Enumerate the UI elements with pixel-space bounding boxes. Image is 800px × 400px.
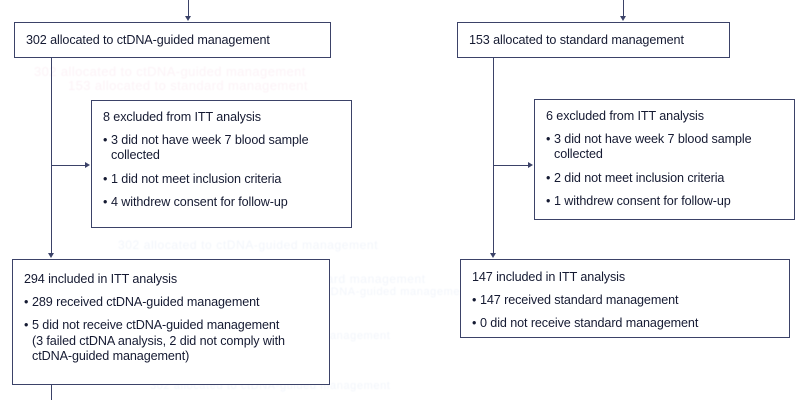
- reason-text: 1 withdrew consent for follow-up: [554, 194, 731, 209]
- reason-text: 1 did not meet inclusion criteria: [111, 171, 282, 186]
- reason-text: 4 withdrew consent for follow-up: [111, 195, 288, 210]
- list-item: 289 received ctDNA-guided management: [24, 295, 318, 311]
- arrowhead-branch-control-excluded: [528, 161, 533, 168]
- node-allocation-control: 153 allocated to standard management: [457, 22, 730, 58]
- item-text: 289 received ctDNA-guided management: [32, 295, 260, 309]
- list-item: 147 received standard management: [472, 293, 778, 309]
- connector-incoming-intervention: [187, 0, 189, 17]
- item-text-cont-2: ctDNA-guided management): [32, 349, 190, 364]
- list-item: 4 withdrew consent for follow-up: [103, 195, 340, 211]
- allocation-intervention-label: 302 allocated to ctDNA-guided management: [26, 33, 270, 47]
- analysed-control-item-list: 147 received standard management 0 did n…: [472, 293, 778, 332]
- ghost-artifact-line-b: 153 allocated to standard management: [68, 78, 308, 93]
- reason-text: 2 did not meet inclusion criteria: [554, 170, 725, 185]
- analysed-intervention-item-list: 289 received ctDNA-guided management 5 d…: [24, 295, 318, 365]
- arrowhead-branch-intervention-excluded: [85, 161, 90, 168]
- item-text: 5 did not receive ctDNA-guided managemen…: [32, 318, 280, 333]
- analysed-intervention-headline: 294 included in ITT analysis: [24, 272, 178, 286]
- reason-text: 3 did not have week 7 blood sample: [554, 132, 752, 146]
- allocation-control-label: 153 allocated to standard management: [469, 33, 684, 47]
- connector-incoming-control: [622, 0, 624, 17]
- connector-trunk-intervention: [50, 58, 52, 254]
- list-item: 5 did not receive ctDNA-guided managemen…: [24, 318, 318, 364]
- connector-branch-intervention-excluded: [50, 164, 86, 166]
- connector-outgoing-intervention: [50, 385, 52, 400]
- list-item: 3 did not have week 7 blood sample colle…: [546, 132, 783, 163]
- node-analysed-intervention: 294 included in ITT analysis 289 receive…: [12, 259, 330, 385]
- arrowhead-incoming-intervention: [184, 16, 191, 21]
- list-item: 1 withdrew consent for follow-up: [546, 194, 783, 210]
- list-item: 1 did not meet inclusion criteria: [103, 171, 340, 188]
- excluded-intervention-headline: 8 excluded from ITT analysis: [103, 110, 261, 124]
- node-analysed-control: 147 included in ITT analysis 147 receive…: [460, 259, 790, 338]
- connector-trunk-control: [492, 58, 494, 254]
- list-item: 2 did not meet inclusion criteria: [546, 170, 783, 187]
- arrowhead-incoming-control: [619, 16, 626, 21]
- ghost-artifact-line-a: 302 allocated to ctDNA-guided management: [34, 64, 306, 79]
- excluded-control-headline: 6 excluded from ITT analysis: [546, 109, 704, 123]
- arrowhead-trunk-intervention: [47, 253, 54, 258]
- reason-text: 3 did not have week 7 blood sample: [111, 133, 309, 147]
- analysed-control-headline: 147 included in ITT analysis: [472, 270, 626, 284]
- list-item: 0 did not receive standard management: [472, 316, 778, 332]
- reason-text-cont: collected: [554, 147, 603, 162]
- item-text: 147 received standard management: [480, 293, 679, 307]
- excluded-control-reason-list: 3 did not have week 7 blood sample colle…: [546, 132, 783, 210]
- reason-text-cont: collected: [111, 148, 160, 163]
- item-text: 0 did not receive standard management: [480, 316, 699, 331]
- arrowhead-trunk-control: [489, 253, 496, 258]
- excluded-intervention-reason-list: 3 did not have week 7 blood sample colle…: [103, 133, 340, 211]
- node-excluded-intervention: 8 excluded from ITT analysis 3 did not h…: [91, 100, 352, 228]
- connector-branch-control-excluded: [492, 164, 529, 166]
- node-allocation-intervention: 302 allocated to ctDNA-guided management: [14, 22, 331, 58]
- list-item: 3 did not have week 7 blood sample colle…: [103, 133, 340, 164]
- node-excluded-control: 6 excluded from ITT analysis 3 did not h…: [534, 99, 795, 220]
- ghost-artifact-line-c: 302 allocated to ctDNA-guided management: [118, 238, 379, 252]
- item-text-cont-1: (3 failed ctDNA analysis, 2 did not comp…: [32, 333, 285, 348]
